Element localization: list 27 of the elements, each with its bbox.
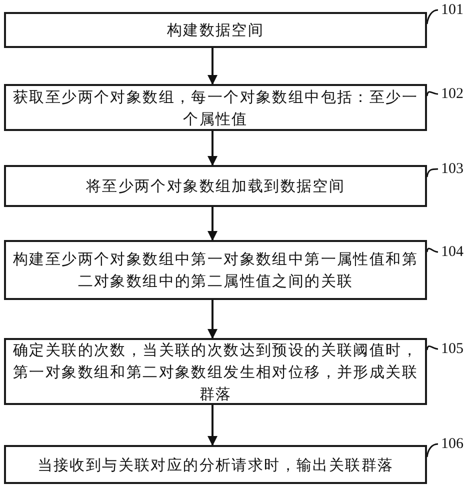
arrow — [208, 300, 218, 339]
arrow — [208, 405, 218, 446]
arrow — [208, 131, 218, 166]
process-box — [4, 165, 427, 207]
arrow — [208, 48, 218, 85]
step-number: 101 — [441, 2, 471, 18]
step-text: 当接收到与关联对应的分析请求时，输出关联群落 — [37, 454, 394, 476]
step-text: 获取至少两个对象数组，每一个对象数组中包括：至少一个属性值 — [12, 86, 419, 130]
process-box — [4, 12, 427, 48]
leader-line — [426, 91, 438, 96]
step-text: 将至少两个对象数组加载到数据空间 — [86, 176, 346, 197]
step-text: 构建数据空间 — [166, 20, 264, 41]
step-number: 102 — [441, 86, 471, 102]
arrow — [208, 207, 218, 241]
step-number: 104 — [441, 244, 471, 260]
leader-line — [426, 168, 438, 178]
step-text: 构建至少两个对象数组中第一对象数组中第一属性值和第二对象数组中的第二属性值之间的关联 — [12, 249, 419, 292]
process-box — [4, 445, 427, 484]
leader-line — [426, 443, 438, 458]
leader-line — [426, 248, 438, 253]
leader-line — [426, 9, 438, 24]
process-box — [4, 240, 427, 300]
step-number: 103 — [441, 161, 471, 177]
step-text: 确定关联的次数，当关联的次数达到预设的关联阈值时，第一对象数组和第二对象数组发生相对位移，并形成关联群落 — [12, 340, 419, 404]
step-number: 105 — [441, 341, 471, 357]
step-number: 106 — [441, 436, 471, 452]
leader-line — [426, 346, 438, 350]
